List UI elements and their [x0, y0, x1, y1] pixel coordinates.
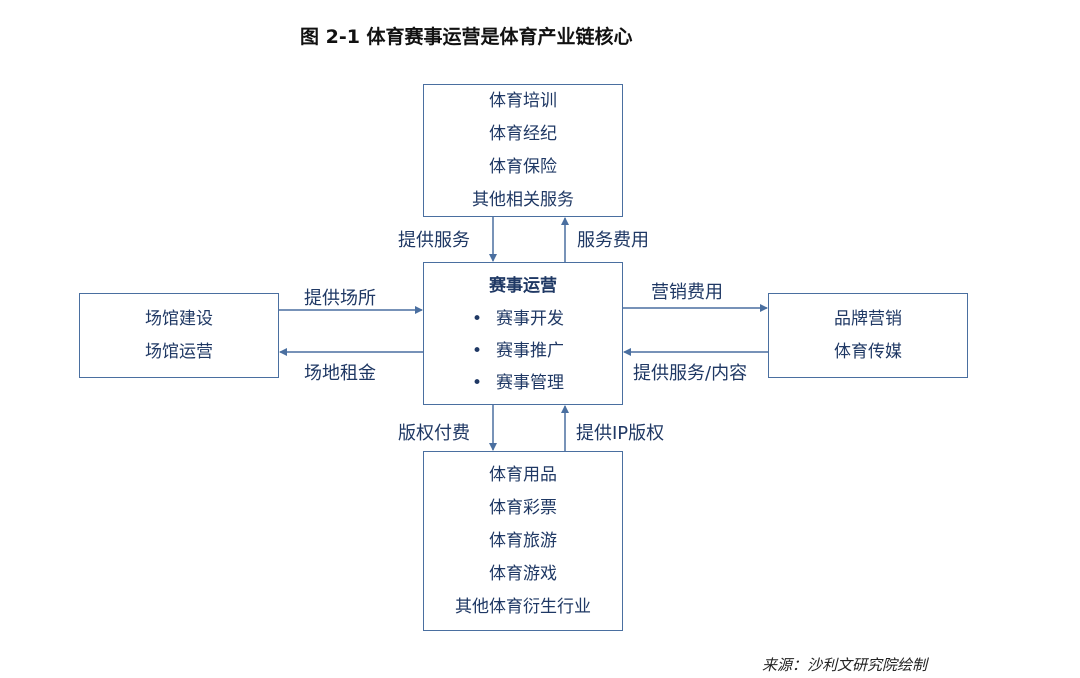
bullet-item: •赛事开发 [472, 303, 564, 335]
edge-label: 提供服务/内容 [633, 363, 748, 384]
event-operation-box: 赛事运营 •赛事开发 •赛事推广 •赛事管理 [423, 262, 623, 405]
edge-label: 场地租金 [304, 363, 376, 384]
edge-label: 提供场所 [304, 288, 376, 309]
box-item: 场馆运营 [145, 341, 213, 362]
figure-title: 图 2-1 体育赛事运营是体育产业链核心 [300, 26, 633, 48]
edge-label: 提供IP版权 [576, 423, 665, 444]
box-item: 体育经纪 [489, 123, 557, 144]
center-title: 赛事运营 [489, 275, 557, 296]
box-item: 体育游戏 [489, 563, 557, 584]
edge-label: 版权付费 [398, 423, 470, 444]
bullet-icon: • [472, 372, 483, 393]
derivative-industries-box: 体育用品 体育彩票 体育旅游 体育游戏 其他体育衍生行业 [423, 451, 623, 631]
bullet-icon: • [472, 308, 483, 329]
box-item: 其他相关服务 [472, 189, 574, 210]
edge-label: 服务费用 [577, 230, 649, 251]
box-item: 体育旅游 [489, 530, 557, 551]
box-item: 体育传媒 [834, 341, 902, 362]
box-item: 品牌营销 [834, 308, 902, 329]
box-item: 体育用品 [489, 464, 557, 485]
box-item: 其他体育衍生行业 [455, 596, 591, 617]
box-item: 场馆建设 [145, 308, 213, 329]
related-services-box: 体育培训 体育经纪 体育保险 其他相关服务 [423, 84, 623, 217]
box-item: 体育培训 [489, 90, 557, 111]
bullet-item: •赛事管理 [472, 367, 564, 399]
edge-label: 营销费用 [651, 282, 723, 303]
box-item: 体育保险 [489, 156, 557, 177]
venue-box: 场馆建设 场馆运营 [79, 293, 279, 378]
source-note: 来源：沙利文研究院绘制 [762, 656, 928, 674]
media-marketing-box: 品牌营销 体育传媒 [768, 293, 968, 378]
bullet-item: •赛事推广 [472, 335, 564, 367]
box-item: 体育彩票 [489, 497, 557, 518]
bullet-icon: • [472, 340, 483, 361]
edge-label: 提供服务 [398, 230, 470, 251]
